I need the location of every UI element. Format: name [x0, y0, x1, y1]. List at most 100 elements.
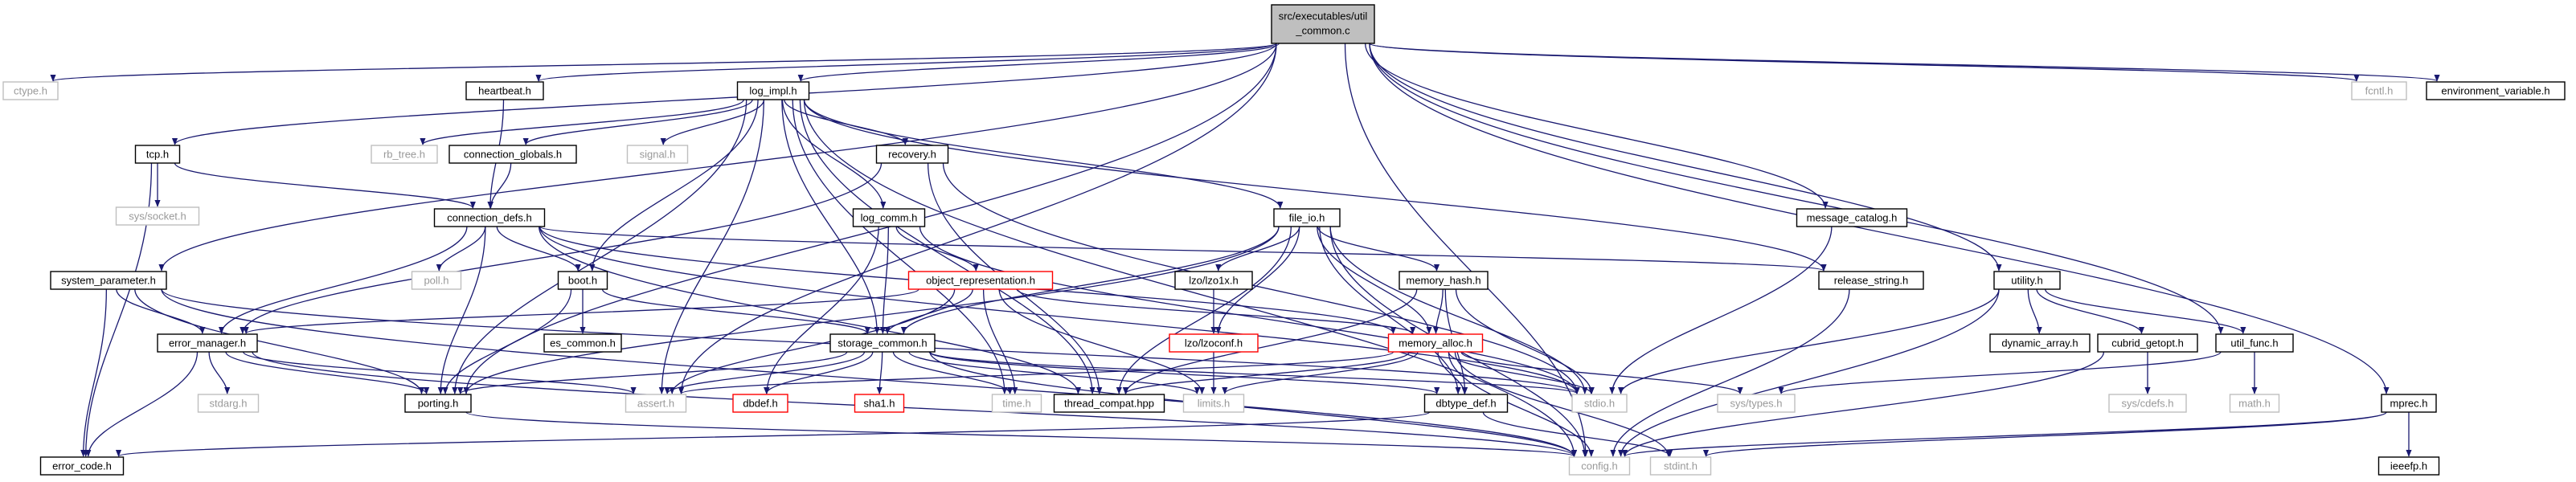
node-sha1[interactable]: sha1.h — [854, 394, 905, 413]
node-storage-common[interactable]: storage_common.h — [829, 333, 936, 353]
edge-log_impl-to-config — [803, 99, 1578, 457]
edge-utility-to-config — [1618, 288, 2000, 457]
node-util-func[interactable]: util_func.h — [2215, 333, 2294, 353]
edge-utility-to-dynamic_array — [2027, 288, 2042, 334]
node-label: rb_tree.h — [383, 148, 425, 160]
node-heartbeat[interactable]: heartbeat.h — [465, 81, 544, 100]
node-box — [1989, 333, 2091, 353]
edge-conn_defs-to-stdio — [539, 226, 1580, 394]
node-label: heartbeat.h — [478, 84, 531, 96]
node-box — [991, 394, 1042, 413]
node-recovery[interactable]: recovery.h — [875, 145, 949, 164]
root-label-line-2: _common.c — [1295, 24, 1350, 36]
edge-file_io-to-storage_common — [900, 226, 1280, 334]
node-thread-compat[interactable]: thread_compat.hpp — [1053, 394, 1165, 413]
node-mem-hash[interactable]: memory_hash.h — [1399, 271, 1489, 290]
node-file-io[interactable]: file_io.h — [1273, 208, 1341, 227]
node-sys-types: sys/types.h — [1717, 394, 1796, 413]
node-label: sys/socket.h — [129, 210, 186, 222]
edge-root-to-util_func — [1369, 43, 2224, 334]
node-box — [1174, 271, 1253, 290]
edge-storage_common-to-sha1 — [876, 351, 883, 394]
node-ieeefp[interactable]: ieeefp.h — [2377, 456, 2440, 476]
edge-log_impl-to-conn_globals — [522, 99, 753, 145]
node-box — [1818, 271, 1924, 290]
node-mprec[interactable]: mprec.h — [2381, 394, 2437, 413]
node-es-common[interactable]: es_common.h — [543, 333, 622, 353]
node-box — [736, 81, 810, 100]
node-box — [852, 208, 926, 227]
edge-file_io-to-lzo1x — [1215, 226, 1300, 272]
edge-storage_common-to-dbdef — [764, 351, 874, 394]
edge-storage_common-to-limits — [908, 351, 1200, 394]
node-log-impl[interactable]: log_impl.h — [736, 81, 810, 100]
node-box — [1717, 394, 1796, 413]
node-dynamic-array[interactable]: dynamic_array.h — [1989, 333, 2091, 353]
edge-conn_defs-to-poll — [436, 226, 486, 272]
edge-root-to-assert — [678, 43, 1277, 394]
node-boot[interactable]: boot.h — [557, 271, 608, 290]
node-msg-catalog[interactable]: message_catalog.h — [1796, 208, 1908, 227]
node-obj-repr[interactable]: object_representation.h — [907, 271, 1054, 290]
node-env-var[interactable]: environment_variable.h — [2426, 81, 2566, 100]
edge-log_impl-to-assert — [658, 99, 764, 394]
node-box — [2215, 333, 2294, 353]
node-label: memory_hash.h — [1406, 274, 1480, 286]
node-error-code[interactable]: error_code.h — [39, 456, 125, 476]
edge-dbtype_def-to-error_code — [116, 411, 1431, 457]
edge-file_io-to-memory_alloc — [1317, 226, 1432, 334]
node-memory-alloc[interactable]: memory_alloc.h — [1387, 333, 1484, 353]
edge-root-to-ctype — [51, 43, 1277, 82]
node-error-manager[interactable]: error_manager.h — [157, 333, 258, 353]
node-box — [2097, 333, 2198, 353]
node-signal: signal.h — [626, 145, 689, 164]
edge-conn_defs-to-release_string — [539, 226, 1826, 272]
node-cubrid-getopt[interactable]: cubrid_getopt.h — [2097, 333, 2198, 353]
node-utility[interactable]: utility.h — [1993, 271, 2061, 290]
node-box — [1169, 333, 1259, 353]
node-label: dbtype_def.h — [1435, 397, 1496, 409]
edge-log_comm-to-stdio — [919, 226, 1580, 394]
node-lzoconf[interactable]: lzo/lzoconf.h — [1169, 333, 1259, 353]
node-label: cubrid_getopt.h — [2111, 337, 2184, 349]
edge-obj_repr-to-memory_alloc — [1016, 288, 1416, 334]
node-label: log_comm.h — [861, 211, 918, 223]
node-box — [875, 145, 949, 164]
node-box — [371, 145, 438, 164]
node-dbdef[interactable]: dbdef.h — [732, 394, 788, 413]
node-lzo1x[interactable]: lzo/lzo1x.h — [1174, 271, 1253, 290]
edge-mem_hash-to-memory_alloc — [1432, 288, 1444, 334]
edge-storage_common-to-config — [929, 351, 1577, 457]
edge-error_manager-to-assert — [242, 351, 637, 394]
node-conn-defs[interactable]: connection_defs.h — [433, 208, 546, 227]
node-label: sha1.h — [863, 397, 895, 409]
edge-obj_repr-to-time — [982, 288, 1018, 394]
edge-log_impl-to-rb_tree — [420, 99, 744, 145]
node-log-comm[interactable]: log_comm.h — [852, 208, 926, 227]
edge-storage_common-to-time — [892, 351, 1014, 394]
node-dbtype-def[interactable]: dbtype_def.h — [1423, 394, 1509, 413]
edge-recovery-to-error_manager — [240, 162, 883, 334]
node-box — [1993, 271, 2061, 290]
node-label: stdio.h — [1584, 397, 1615, 409]
node-label: connection_globals.h — [464, 148, 562, 160]
edge-obj_repr-to-error_manager — [243, 288, 919, 334]
node-release-string[interactable]: release_string.h — [1818, 271, 1924, 290]
edge-msg_catalog-to-stdio — [1609, 226, 1833, 394]
edge-root-to-utility — [1369, 43, 2002, 272]
node-box — [2377, 456, 2440, 476]
node-fcntl: fcntl.h — [2351, 81, 2407, 100]
node-tcp[interactable]: tcp.h — [134, 145, 181, 164]
root-node[interactable]: src/executables/util _common.c — [1271, 4, 1375, 44]
node-porting[interactable]: porting.h — [404, 394, 472, 413]
node-stdint: stdint.h — [1649, 456, 1712, 476]
edge-sys_param-to-config — [161, 288, 1577, 457]
edge-log_impl-to-boot — [589, 99, 759, 272]
node-conn-globals[interactable]: connection_globals.h — [448, 145, 577, 164]
node-label: object_representation.h — [926, 274, 1035, 286]
edge-utility-to-util_func — [2044, 288, 2246, 334]
node-sys-param[interactable]: system_parameter.h — [50, 271, 167, 290]
edge-log_impl-to-storage_common — [781, 99, 880, 334]
node-box — [1571, 394, 1628, 413]
edge-mprec-to-stdint — [1703, 411, 2387, 457]
